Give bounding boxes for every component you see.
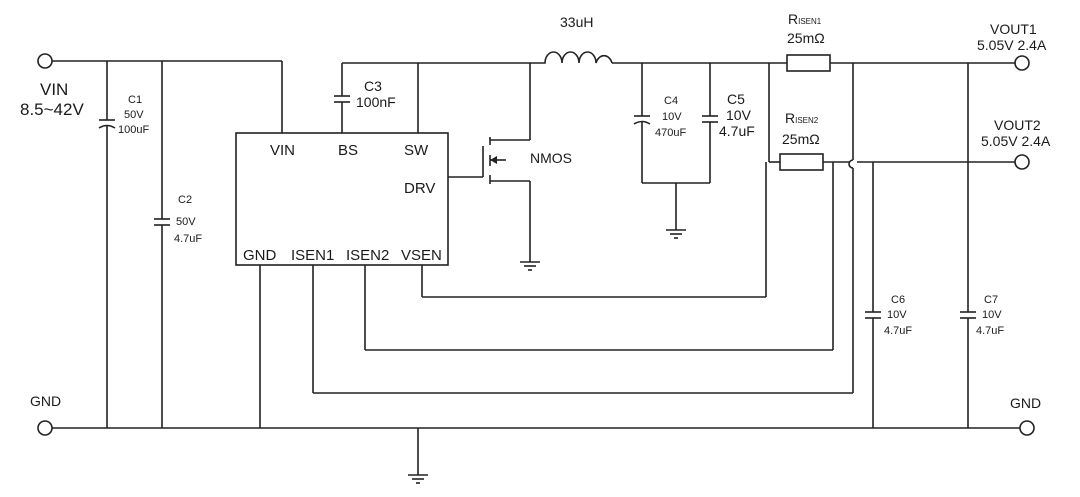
pin-vin-label: VIN xyxy=(270,142,295,159)
nmos-symbol xyxy=(482,137,506,184)
vout1-label: VOUT1 xyxy=(990,21,1037,37)
pin-drv-label: DRV xyxy=(404,180,435,197)
c1-voltage-label: 50V xyxy=(124,109,144,121)
pin-bs-label: BS xyxy=(338,142,358,159)
r-isen1-symbol xyxy=(786,54,831,72)
r-isen2-name-main: R xyxy=(785,110,795,126)
gnd-left-terminal[interactable] xyxy=(37,420,53,436)
r-isen1-name-label: RISEN1 xyxy=(788,11,822,27)
vout1-rating-label: 5.05V 2.4A xyxy=(977,37,1047,53)
c4-voltage-label: 10V xyxy=(662,111,682,123)
vout1-terminal[interactable] xyxy=(1014,55,1030,71)
inductor-symbol xyxy=(530,51,613,64)
r-isen2-name-sub: ISEN2 xyxy=(795,116,819,125)
c2-value-label: 4.7uF xyxy=(174,233,202,245)
vout2-rating-label: 5.05V 2.4A xyxy=(981,133,1051,149)
vout2-terminal[interactable] xyxy=(1014,154,1030,170)
c3-name-label: C3 xyxy=(364,78,382,94)
c1-name-label: C1 xyxy=(128,94,142,106)
c6-value-label: 4.7uF xyxy=(884,325,912,337)
c7-voltage-label: 10V xyxy=(982,309,1002,321)
c5-value-label: 4.7uF xyxy=(719,123,755,139)
c1-value-label: 100uF xyxy=(118,124,149,136)
c4-value-label: 470uF xyxy=(655,127,686,139)
pin-isen1-label: ISEN1 xyxy=(291,247,334,264)
r-isen1-name-main: R xyxy=(788,11,798,27)
inductor-value-label: 33uH xyxy=(560,14,593,30)
wires xyxy=(50,60,1020,475)
c6-voltage-label: 10V xyxy=(887,309,907,321)
nmos-label: NMOS xyxy=(530,150,572,166)
gnd-left-label: GND xyxy=(30,393,61,409)
c5-name-label: C5 xyxy=(727,91,745,107)
pin-vsen-label: VSEN xyxy=(401,247,442,264)
c2-name-label: C2 xyxy=(178,194,192,206)
r-isen2-symbol xyxy=(779,153,824,171)
c4-name-label: C4 xyxy=(664,95,678,107)
c3-symbol xyxy=(334,95,350,103)
r-isen1-name-sub: ISEN1 xyxy=(798,17,822,26)
c2-symbol xyxy=(154,218,170,226)
r-isen1-value-label: 25mΩ xyxy=(787,30,825,46)
c7-symbol xyxy=(960,311,976,319)
nmos-arrow xyxy=(490,156,497,164)
vout2-label: VOUT2 xyxy=(994,117,1041,133)
pin-sw-label: SW xyxy=(404,142,429,159)
pin-isen2-label: ISEN2 xyxy=(346,247,389,264)
vin-range-label: 8.5~42V xyxy=(20,100,84,119)
c7-name-label: C7 xyxy=(984,294,998,306)
c5-voltage-label: 10V xyxy=(726,107,752,123)
gnd-right-label: GND xyxy=(1010,395,1041,411)
c2-voltage-label: 50V xyxy=(176,216,196,228)
gnd-right-terminal[interactable] xyxy=(1019,420,1035,436)
c4-symbol xyxy=(633,115,651,125)
ground-symbol-main xyxy=(408,474,428,484)
vin-terminal[interactable] xyxy=(37,53,53,69)
vin-label: VIN xyxy=(40,80,68,99)
c3-value-label: 100nF xyxy=(356,94,396,110)
c5-symbol xyxy=(702,115,718,123)
r-isen2-name-label: RISEN2 xyxy=(785,110,819,126)
r-isen2-value-label: 25mΩ xyxy=(782,131,820,147)
pin-gnd-label: GND xyxy=(243,247,277,264)
ground-symbol-mosfet xyxy=(520,261,540,271)
ground-symbol-output xyxy=(666,229,686,239)
c7-value-label: 4.7uF xyxy=(976,325,1004,337)
controller-ic xyxy=(235,132,449,266)
c1-symbol xyxy=(98,119,116,129)
c6-symbol xyxy=(865,311,881,319)
c6-name-label: C6 xyxy=(891,294,905,306)
